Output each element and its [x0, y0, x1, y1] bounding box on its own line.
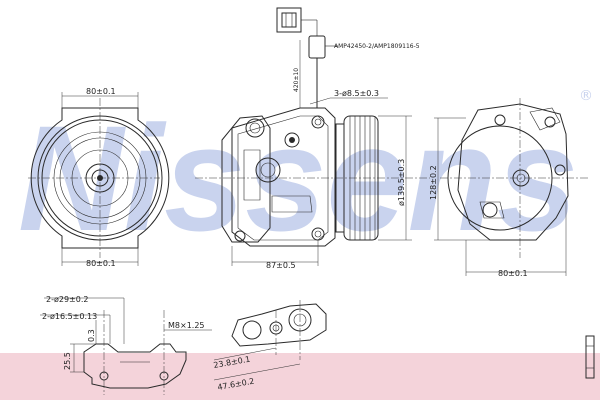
dim-port-thread: M8×1.25	[168, 321, 205, 330]
flange-detail-view: 23.8±0.1 47.6±0.2	[213, 300, 327, 392]
dim-port-dia-b: 2-ø16.5±0.13	[42, 312, 97, 321]
dim-front-width-bottom: 80±0.1	[86, 259, 116, 268]
dim-pulley-diameter: ø139.5±0.3	[397, 159, 406, 206]
dim-rear-height: 128±0.2	[429, 165, 438, 200]
registered-mark: ®	[579, 88, 593, 104]
rear-view: 128±0.2 80±0.1	[429, 98, 590, 278]
front-view: 80±0.1 80±0.1	[28, 87, 170, 268]
port-detail-view: 2-ø29±0.2 2-ø16.5±0.13 0.3 M8×1.25 25.5	[40, 295, 212, 395]
dim-port-offset: 0.3	[87, 329, 96, 342]
dim-port-dia-a: 2-ø29±0.2	[46, 295, 88, 304]
dim-port-height: 25.5	[63, 352, 72, 370]
dim-front-width-top: 80±0.1	[86, 87, 116, 96]
bracket-detail-view	[585, 335, 595, 379]
dim-rear-width: 80±0.1	[498, 269, 528, 278]
connector-code: AMP42450-2/AMP1809116-5	[334, 43, 420, 50]
dim-mount-holes: 3-ø8.5±0.3	[334, 89, 379, 98]
side-view: AMP42450-2/AMP1809116-5 420±10 3-ø8.5±0.…	[195, 7, 430, 270]
dim-body-length: 87±0.5	[266, 261, 296, 270]
dim-wire-length: 420±10	[293, 68, 300, 92]
